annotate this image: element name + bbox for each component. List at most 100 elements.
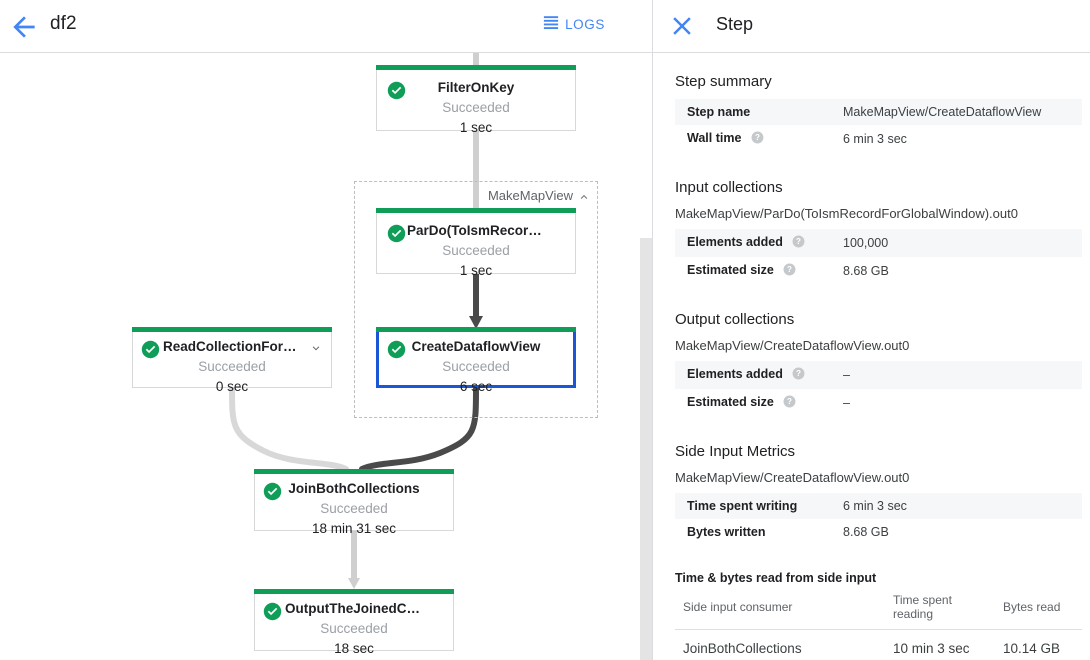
step-panel-body: Step summary Step name MakeMapView/Creat… bbox=[653, 53, 1090, 660]
svg-text:?: ? bbox=[755, 133, 760, 142]
table-row: Bytes written 8.68 GB bbox=[675, 519, 1082, 545]
table-row: Time spent writing 6 min 3 sec bbox=[675, 493, 1082, 519]
node-body: FilterOnKey Succeeded 1 sec bbox=[377, 65, 575, 135]
row-key: Time spent writing bbox=[687, 499, 798, 513]
row-key-label: Estimated size bbox=[687, 263, 774, 277]
node-status: Succeeded bbox=[442, 359, 510, 374]
svg-text:?: ? bbox=[796, 369, 801, 378]
side-input-reads-heading: Time & bytes read from side input bbox=[675, 571, 877, 585]
node-duration: 6 sec bbox=[459, 379, 493, 394]
node-name: ParDo(ToIsmRecordFor… bbox=[407, 223, 572, 238]
help-icon[interactable]: ? bbox=[783, 395, 796, 411]
node-name: ReadCollectionForJoin bbox=[163, 339, 311, 354]
node-status: Succeeded bbox=[198, 359, 266, 374]
graph-node-read-collection-for-join[interactable]: ReadCollectionForJoin Succeeded 0 sec bbox=[132, 327, 332, 394]
node-duration: 1 sec bbox=[459, 263, 493, 278]
svg-text:?: ? bbox=[796, 237, 801, 246]
node-status: Succeeded bbox=[442, 100, 510, 115]
row-value: 6 min 3 sec bbox=[843, 132, 907, 146]
close-icon[interactable] bbox=[667, 11, 697, 41]
table-row: Elements added ? – bbox=[675, 361, 1082, 389]
job-graph-canvas[interactable]: MakeMapView FilterOnKey bbox=[0, 53, 652, 660]
table-row: Elements added ? 100,000 bbox=[675, 229, 1082, 257]
row-key: Estimated size ? bbox=[675, 257, 843, 285]
side-input-metrics-heading: Side Input Metrics bbox=[675, 443, 796, 460]
row-key-label: Elements added bbox=[687, 235, 783, 249]
node-body: CreateDataflowView Succeeded 6 sec bbox=[379, 327, 573, 394]
help-icon[interactable]: ? bbox=[792, 235, 805, 251]
row-value: 6 min 3 sec bbox=[843, 499, 907, 513]
graph-group-makemapview[interactable]: MakeMapView bbox=[354, 181, 598, 418]
node-status: Succeeded bbox=[442, 243, 510, 258]
row-value: – bbox=[843, 368, 850, 382]
table-row: Estimated size ? – bbox=[675, 389, 1082, 417]
column-header-consumer: Side input consumer bbox=[675, 587, 885, 630]
node-duration: 1 sec bbox=[459, 120, 493, 135]
row-value: – bbox=[843, 396, 850, 410]
table-row: Wall time ? 6 min 3 sec bbox=[675, 125, 1082, 153]
graph-node-pardo-toismrecordfor[interactable]: ParDo(ToIsmRecordFor… Succeeded 1 sec bbox=[376, 208, 576, 278]
check-circle-icon bbox=[141, 340, 160, 359]
node-name: JoinBothCollections bbox=[288, 481, 420, 496]
column-header-bytes: Bytes read bbox=[995, 587, 1082, 630]
side-input-metrics-table: Time spent writing 6 min 3 sec Bytes wri… bbox=[675, 493, 1082, 545]
graph-node-join-both-collections[interactable]: JoinBothCollections Succeeded 18 min 31 … bbox=[254, 469, 454, 536]
graph-node-filter-on-key[interactable]: FilterOnKey Succeeded 1 sec bbox=[376, 65, 576, 135]
node-status-bar bbox=[376, 327, 576, 332]
node-status: Succeeded bbox=[320, 621, 388, 636]
logs-label: LOGS bbox=[565, 17, 605, 32]
row-key: Step name bbox=[687, 105, 751, 119]
arrow-back-icon[interactable] bbox=[8, 11, 40, 43]
step-summary-heading: Step summary bbox=[675, 73, 772, 90]
help-icon[interactable]: ? bbox=[783, 263, 796, 279]
row-key: Elements added ? bbox=[675, 361, 843, 389]
step-summary-table: Step name MakeMapView/CreateDataflowView… bbox=[675, 99, 1082, 153]
check-circle-icon bbox=[387, 224, 406, 243]
node-name: OutputTheJoinedCollec… bbox=[285, 601, 451, 616]
graph-node-create-dataflow-view[interactable]: CreateDataflowView Succeeded 6 sec bbox=[376, 327, 576, 394]
table-header-row: Side input consumer Time spent reading B… bbox=[675, 587, 1082, 630]
svg-text:?: ? bbox=[787, 265, 792, 274]
node-body: ReadCollectionForJoin Succeeded 0 sec bbox=[133, 327, 331, 394]
node-body: OutputTheJoinedCollec… Succeeded 18 sec bbox=[255, 589, 453, 656]
job-graph-pane: df2 LOGS bbox=[0, 0, 653, 660]
chevron-up-icon[interactable] bbox=[577, 190, 591, 209]
check-circle-icon bbox=[263, 602, 282, 621]
help-icon[interactable]: ? bbox=[792, 367, 805, 383]
check-circle-icon bbox=[263, 482, 282, 501]
graph-node-output-the-joined-collection[interactable]: OutputTheJoinedCollec… Succeeded 18 sec bbox=[254, 589, 454, 656]
input-collections-table: Elements added ? 100,000 Estimated size bbox=[675, 229, 1082, 285]
chevron-down-icon[interactable] bbox=[309, 341, 323, 360]
node-body: ParDo(ToIsmRecordFor… Succeeded 1 sec bbox=[377, 208, 575, 278]
row-value: 100,000 bbox=[843, 236, 889, 250]
row-key-label: Wall time bbox=[687, 131, 742, 145]
node-status-bar bbox=[254, 469, 454, 474]
graph-vertical-scrollbar[interactable] bbox=[639, 106, 652, 660]
step-details-pane: Step Step summary Step name MakeMapView/… bbox=[653, 0, 1090, 660]
cell-time: 10 min 3 sec bbox=[885, 629, 995, 660]
svg-text:?: ? bbox=[787, 397, 792, 406]
help-icon[interactable]: ? bbox=[751, 131, 764, 147]
input-collections-heading: Input collections bbox=[675, 179, 783, 196]
output-collection-name: MakeMapView/CreateDataflowView.out0 bbox=[675, 338, 910, 353]
row-value: 8.68 GB bbox=[843, 525, 889, 539]
logs-button[interactable]: LOGS bbox=[543, 14, 605, 35]
row-key: Estimated size ? bbox=[675, 389, 843, 417]
output-collections-heading: Output collections bbox=[675, 311, 795, 328]
scrollbar-thumb[interactable] bbox=[640, 238, 652, 660]
logs-lines-icon bbox=[543, 14, 559, 35]
table-row: JoinBothCollections 10 min 3 sec 10.14 G… bbox=[675, 629, 1082, 660]
graph-group-label: MakeMapView bbox=[487, 188, 573, 203]
step-panel-title: Step bbox=[716, 14, 754, 34]
output-collections-table: Elements added ? – Estimated size bbox=[675, 361, 1082, 417]
row-key: Elements added ? bbox=[675, 229, 843, 257]
check-circle-icon bbox=[387, 340, 406, 359]
step-panel-header: Step bbox=[653, 0, 1090, 53]
table-row: Estimated size ? 8.68 GB bbox=[675, 257, 1082, 285]
node-name: CreateDataflowView bbox=[411, 339, 541, 354]
side-input-reads-table: Side input consumer Time spent reading B… bbox=[675, 587, 1082, 660]
node-status-bar bbox=[376, 208, 576, 213]
node-status-bar bbox=[132, 327, 332, 332]
node-status-bar bbox=[254, 589, 454, 594]
